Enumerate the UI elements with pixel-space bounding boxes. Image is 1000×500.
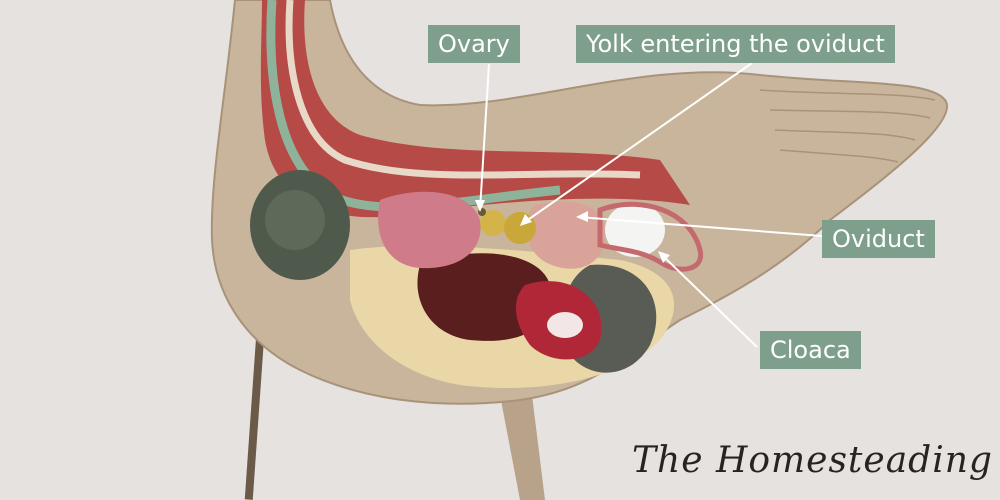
stand-pole xyxy=(244,309,266,500)
label-oviduct: Oviduct xyxy=(822,220,935,258)
tail-feathers xyxy=(759,89,936,163)
pointer-line-cloaca xyxy=(659,252,758,348)
liver xyxy=(417,253,551,341)
pointer-lines xyxy=(479,62,823,348)
watermark-signature: The Homesteading RD xyxy=(632,440,1000,481)
pointer-line-yolk xyxy=(521,62,753,225)
label-yolk-entering-oviduct: Yolk entering the oviduct xyxy=(576,25,895,63)
arrowhead-oviduct xyxy=(576,211,588,222)
arrowhead-ovary xyxy=(475,200,485,212)
pointer-line-oviduct xyxy=(577,216,823,237)
lung-mass xyxy=(378,191,481,269)
label-ovary: Ovary xyxy=(428,25,520,63)
label-cloaca: Cloaca xyxy=(760,331,861,369)
crop-shade xyxy=(265,190,325,250)
esophagus xyxy=(285,0,641,179)
arrowhead-cloaca xyxy=(658,251,670,263)
yolk-follicle-1 xyxy=(480,210,506,236)
heart-highlight xyxy=(547,312,583,338)
oviduct-wall xyxy=(597,201,704,272)
pointer-arrowheads xyxy=(475,200,670,263)
pointer-line-ovary xyxy=(479,63,490,211)
chicken-leg xyxy=(500,395,545,500)
egg-in-oviduct xyxy=(605,203,665,257)
arrowhead-yolk xyxy=(520,214,532,226)
